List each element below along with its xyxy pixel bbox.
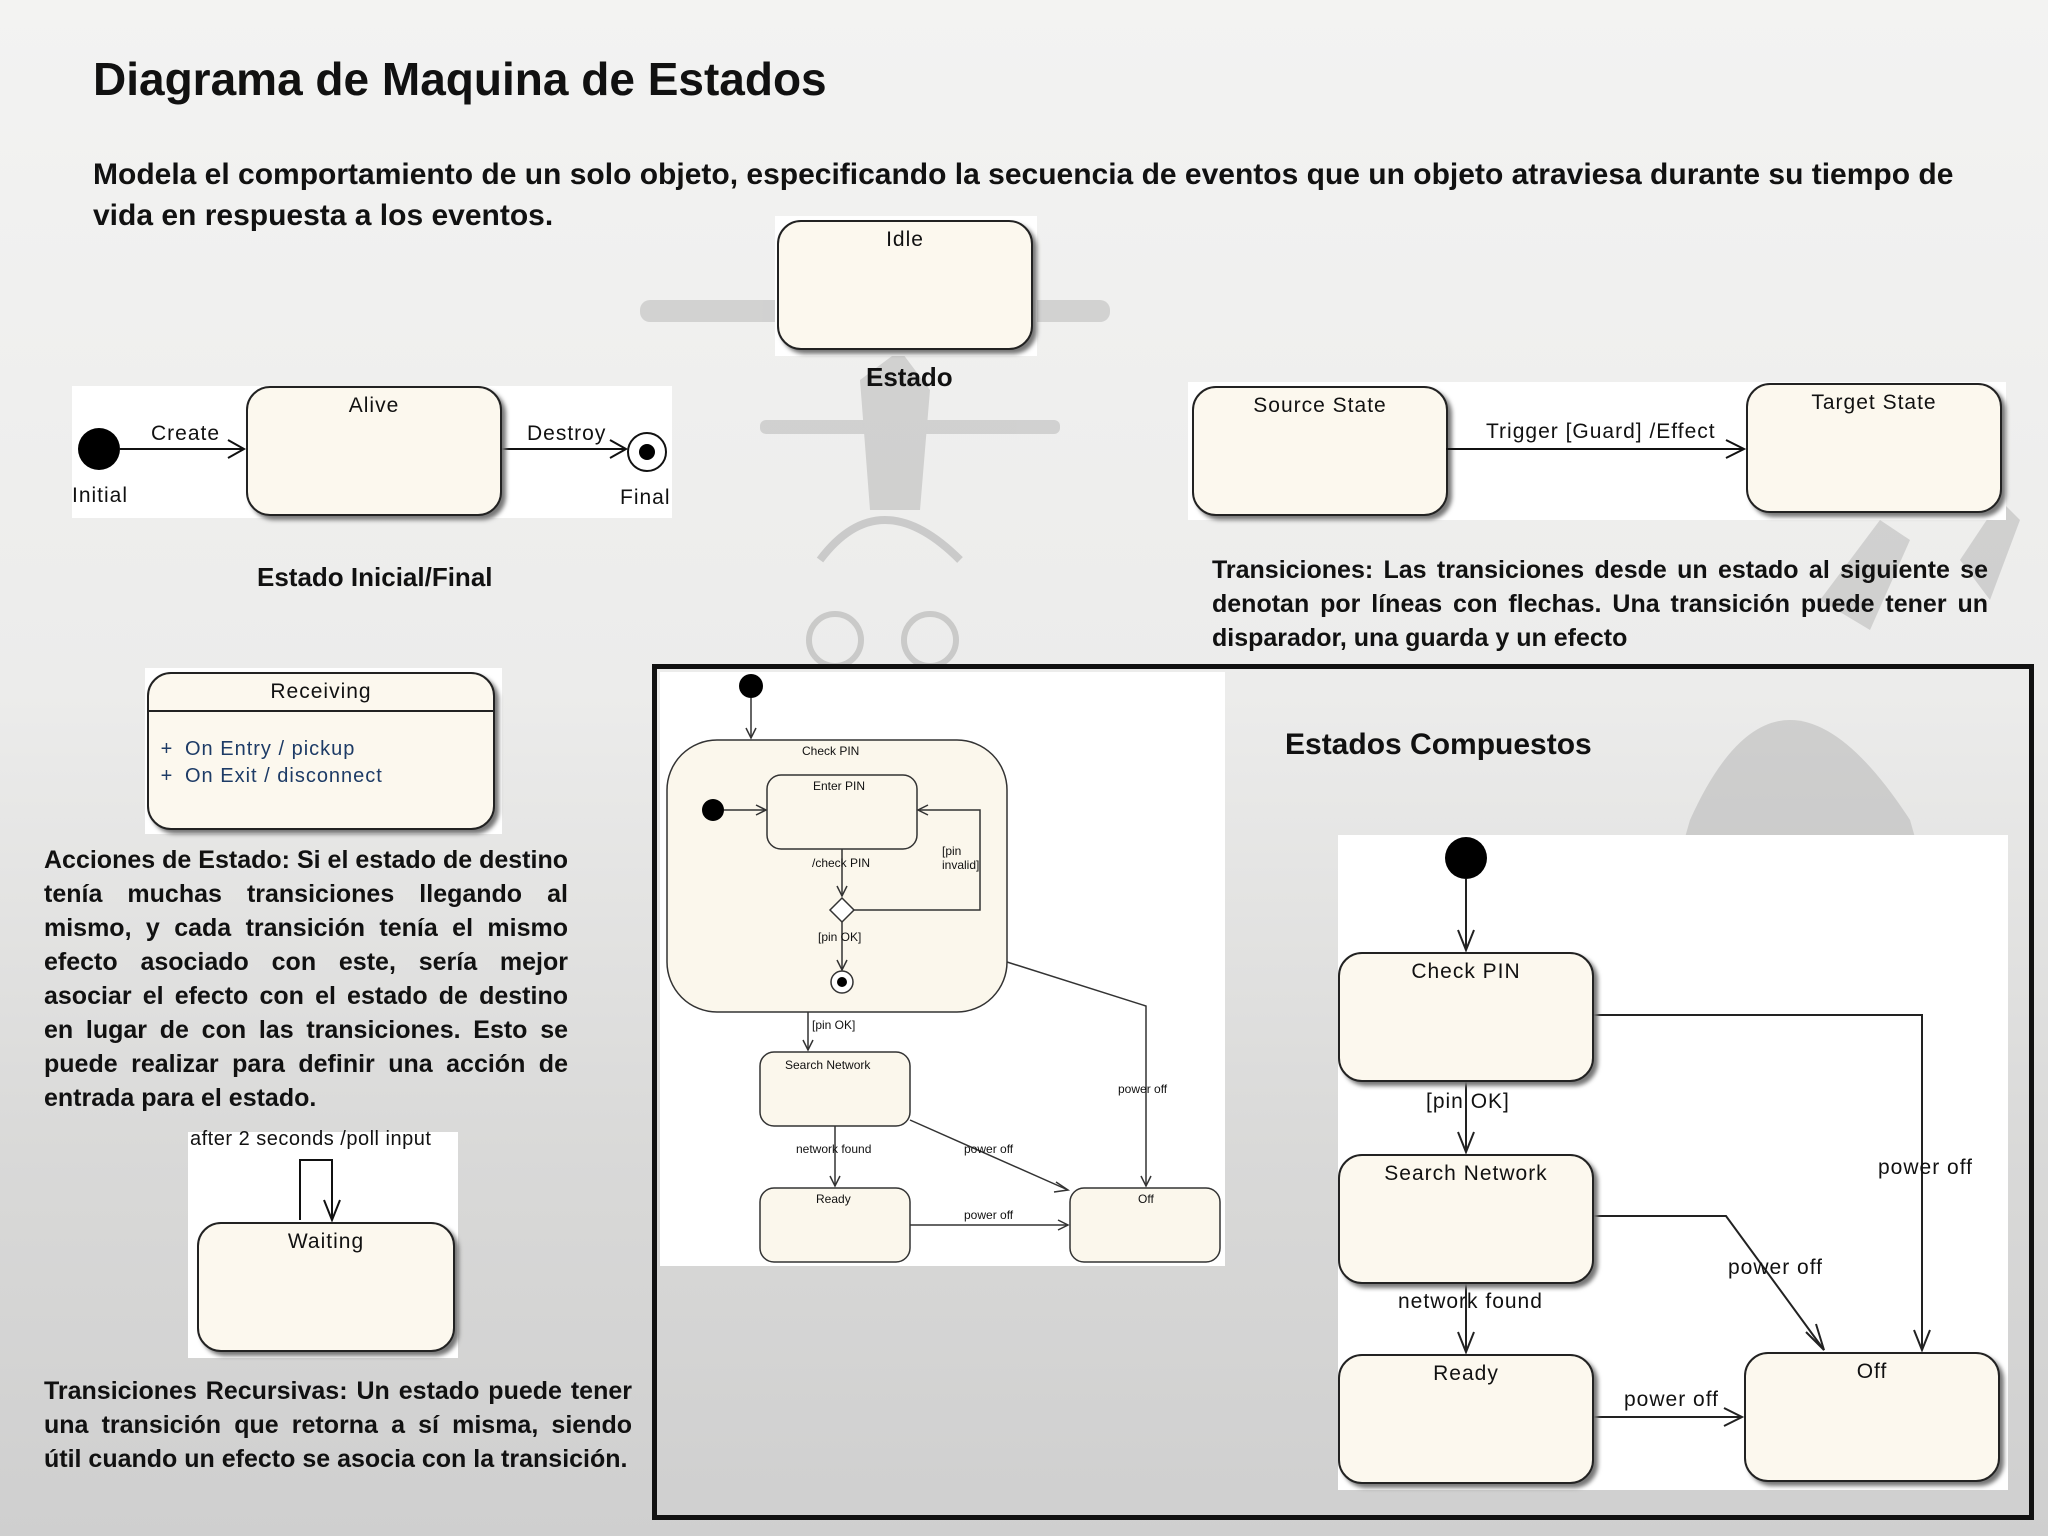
exit-action-text: On Exit / disconnect (185, 765, 383, 787)
right-ready-name: Ready (1433, 1362, 1499, 1385)
left-off-state (1069, 1187, 1221, 1263)
source-state-name: Source State (1253, 394, 1387, 417)
initial-label: Initial (72, 484, 129, 507)
source-state: Source State (1192, 386, 1448, 516)
right-search-network-name: Search Network (1384, 1162, 1548, 1185)
transiciones-description: Transiciones: Las transiciones desde un … (1212, 556, 1988, 652)
entry-action: +On Entry / pickup (160, 738, 356, 760)
recursivas-description: Transiciones Recursivas: Un estado puede… (44, 1377, 632, 1473)
page-subtitle: Modela el comportamiento de un solo obje… (93, 158, 1954, 232)
left-network-found-label: network found (796, 1142, 872, 1156)
idle-state: Idle (777, 220, 1033, 350)
left-check-pin-label: Check PIN (802, 744, 860, 758)
target-state: Target State (1746, 383, 2002, 513)
initial-node (78, 428, 120, 470)
right-network-found-label: network found (1398, 1290, 1543, 1313)
create-label: Create (151, 422, 221, 445)
right-power-off-label-3: power off (1624, 1388, 1719, 1411)
left-check-pin-action: /check PIN (812, 856, 871, 870)
left-search-network-label: Search Network (785, 1058, 871, 1072)
left-enter-pin-label: Enter PIN (813, 779, 866, 793)
right-off-state: Off (1744, 1352, 2000, 1482)
idle-state-name: Idle (886, 228, 924, 251)
compuestos-caption: Estados Compuestos (1285, 728, 1592, 761)
right-search-network-state: Search Network (1338, 1154, 1594, 1284)
left-pin-invalid-label: [pin invalid] (942, 844, 980, 872)
left-power-off-label-1: power off (1118, 1082, 1168, 1096)
entry-action-text: On Entry / pickup (185, 738, 356, 760)
left-power-off-label-2: power off (964, 1142, 1014, 1156)
final-label: Final (620, 486, 671, 509)
left-ready-label: Ready (816, 1192, 851, 1206)
destroy-label: Destroy (527, 422, 607, 445)
alive-state-name: Alive (348, 394, 400, 417)
transition-label: Trigger [Guard] /Effect (1486, 420, 1716, 443)
right-pin-ok-label: [pin OK] (1426, 1090, 1510, 1113)
estado-caption: Estado (866, 362, 953, 392)
left-pin-ok-inner-label: [pin OK] (818, 930, 862, 944)
right-check-pin-name: Check PIN (1411, 960, 1521, 983)
left-off-label: Off (1138, 1192, 1154, 1206)
right-ready-state: Ready (1338, 1354, 1594, 1484)
receiving-state: Receiving +On Entry / pickup +On Exit / … (147, 672, 495, 830)
inicial-final-caption: Estado Inicial/Final (257, 562, 493, 592)
receiving-state-name: Receiving (149, 674, 493, 712)
left-pin-ok-outer-label: [pin OK] (812, 1018, 856, 1032)
right-power-off-label-2: power off (1728, 1256, 1823, 1279)
estados-compuestos-frame (652, 664, 2034, 1520)
page-title: Diagrama de Maquina de Estados (93, 53, 827, 105)
recursive-transition-label: after 2 seconds /poll input (190, 1128, 432, 1150)
acciones-description: Acciones de Estado: Si el estado de dest… (44, 846, 568, 1112)
left-inner-initial-node (702, 799, 724, 821)
waiting-state: Waiting (197, 1222, 455, 1352)
right-power-off-label-1: power off (1878, 1156, 1973, 1179)
left-power-off-label-3: power off (964, 1208, 1014, 1222)
right-initial-node (1445, 837, 1487, 879)
right-check-pin-state: Check PIN (1338, 952, 1594, 1082)
target-state-name: Target State (1811, 391, 1937, 414)
waiting-state-name: Waiting (287, 1230, 365, 1253)
alive-state: Alive (246, 386, 502, 516)
left-initial-node (739, 674, 763, 698)
right-off-name: Off (1856, 1360, 1888, 1383)
exit-action: +On Exit / disconnect (160, 765, 383, 787)
